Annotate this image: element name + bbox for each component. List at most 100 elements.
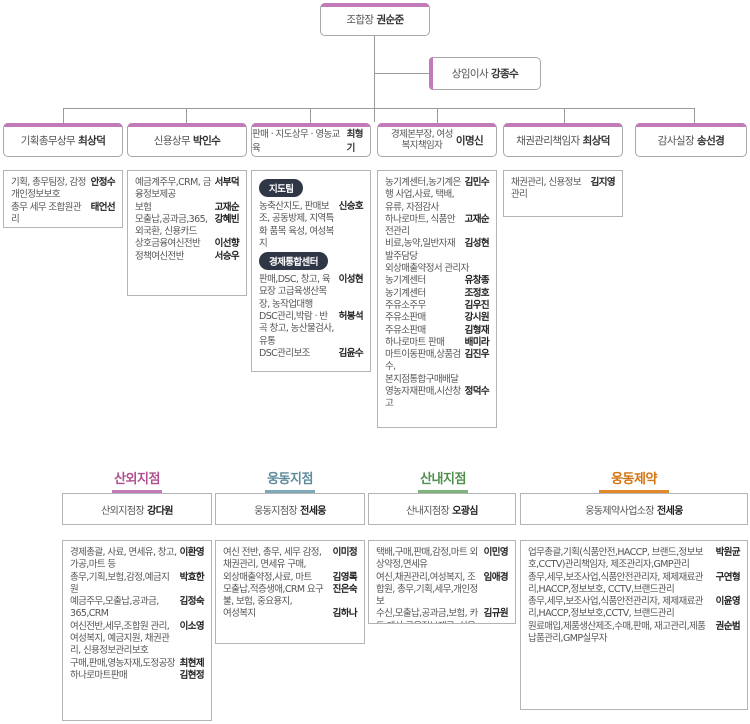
staff-name: 김형재 [464, 324, 490, 336]
duty-text: DSC관리보조 [259, 347, 310, 359]
staff-name: 유창종 [464, 275, 490, 287]
dept-economy-title: 경제본부장, 여성복지책임자 [390, 129, 453, 151]
staff-name: 김윤수 [338, 347, 364, 359]
team-economy-center-label: 경제통합센터 [259, 252, 328, 271]
staff-name: 김진우 [464, 349, 490, 361]
duty-text: 농기계센터,농기계은행 사업,사료, 택배, 유류, 자점감사 [385, 177, 461, 213]
staff-name: 안정수 [90, 177, 116, 188]
dept-debt-title: 채권관리책임자 [516, 134, 580, 147]
team-guidance-label: 지도팀 [259, 179, 304, 197]
staff-name: 이선향 [214, 238, 240, 250]
branch-head-sannae-name: 오광심 [452, 505, 478, 517]
duty-text: 모출납,공과금,365, 외국환, 신용카드 [135, 213, 208, 238]
duty-text: 총무,기획,보험,감정,예금지원 [70, 571, 170, 595]
staff-name: 권순범 [715, 620, 741, 632]
branch-title-pharma: 웅동제약 [611, 472, 657, 487]
staff-name: 김규원 [483, 608, 509, 620]
duty-text: 총무 세무 조합원관리 [11, 201, 82, 225]
staff-row: 주유소주무 김우진 [385, 299, 490, 312]
branch-title-ungdong: 웅동지점 [267, 472, 313, 487]
duty-text: 정책여신전반 [135, 250, 184, 262]
branch-head-sannae-title: 산내지점장 [406, 505, 450, 517]
staff-name: 진은숙 [332, 583, 358, 595]
staff-name: 정덕수 [464, 386, 490, 398]
staff-name: 구연형 [715, 571, 741, 583]
duty-text: 주유소판매 [385, 324, 426, 336]
duty-text: 업무총괄,기획(식품안전,HACCP, 브랜드,정보보호,CCTV)관리책임자,… [528, 547, 704, 571]
staff-row: 본지점통합구매배달 [385, 374, 489, 386]
staff-name: 신승호 [338, 201, 364, 212]
duty-text: 하나로마트 판매 [385, 336, 445, 348]
dept-audit-title: 감사실장 [657, 134, 695, 147]
staff-name: 박원균 [715, 547, 741, 558]
staff-name: 이소영 [179, 620, 205, 632]
duty-text: 상호금융여신전반 [135, 238, 201, 250]
staff-name: 고재순 [214, 201, 240, 213]
duty-text: 판매,DSC, 창고, 육묘장 고급육생산목장, 농작업대행 [259, 274, 331, 310]
branch-bar-pharma [599, 490, 669, 493]
staff-name: 이윤영 [715, 596, 741, 608]
duty-text: 주유소판매 [385, 312, 426, 324]
duty-text: 여신,채권관리,여성복지, 조합원, 총무,기획,세무,개인정보 [376, 571, 478, 608]
duty-text: 원료매입,제품생산제조,수매,판매, 재고관리,제품납품관리,GMP실무자 [528, 620, 706, 645]
connector-director [375, 73, 429, 74]
connector-top-vertical [374, 36, 375, 122]
duty-text: 주유소주무 [385, 299, 426, 311]
duty-text: 택배,구매,판매,감정,마트 외상약정,면세유 [376, 547, 478, 571]
dept-planning-name: 최상덕 [78, 134, 106, 147]
staff-name: 김민수 [464, 177, 490, 188]
duty-text: 총무,세무,보조사업,식품안전관리자, 제제재료관리,HACCP,정보보호,CC… [528, 596, 704, 620]
staff-row: 마트이동판매,상품검수,김진우 [385, 349, 490, 374]
duty-text: DSC관리,박람 · 반곡 창고, 농산물검사,유통 [259, 311, 334, 347]
staff-row: 모출납,공과금,365, 외국환, 신용카드 강혜빈 [135, 213, 240, 239]
staff-row: 총무,세무,보조사업,식품안전관리자, 제제재료관리,HACCP,정보보호, C… [528, 571, 741, 597]
dept-economy-name: 이명신 [455, 134, 484, 147]
dept-guidance-title: 판매 · 지도상무 · 영농교육 [252, 129, 340, 154]
staff-name: 강혜빈 [214, 213, 240, 225]
staff-name: 강시원 [464, 312, 490, 324]
dept-audit-name: 송선경 [697, 134, 725, 147]
branch-head-sanoe-name: 강다원 [147, 505, 173, 517]
chairman-name: 권순준 [376, 14, 405, 26]
staff-name: 김우진 [464, 299, 490, 311]
staff-row: 농기계센터 유창종 [385, 275, 490, 287]
staff-name: 이환영 [179, 547, 205, 558]
staff-row: 주유소판매 김형재 [385, 324, 490, 337]
dept-credit-title: 신용상무 [153, 134, 191, 147]
duty-text: 하나로마트판매 [70, 669, 128, 681]
staff-name: 김정숙 [179, 596, 205, 608]
staff-row: 총무,세무,보조사업,식품안전관리자, 제제재료관리,HACCP,정보보호,CC… [528, 596, 741, 621]
staff-row: 기획, 총무팀장, 감정 개인정보보호 안정수 [11, 177, 116, 202]
dept-credit-name: 박인수 [193, 134, 221, 147]
duty-text: 농기계센터 [385, 275, 426, 287]
staff-row: 업무총괄,기획(식품안전,HACCP, 브랜드,정보보호,CCTV)관리책임자,… [528, 547, 741, 572]
staff-row: DSC관리보조 김윤수 [259, 347, 364, 360]
staff-row: 원료매입,제품생산제조,수매,판매, 재고관리,제품납품관리,GMP실무자 권순범 [528, 620, 741, 646]
duty-text: 기획, 총무팀장, 감정 개인정보보호 [11, 177, 86, 201]
branch-title-sannae: 산내지점 [420, 472, 466, 487]
staff-name: 서승우 [214, 250, 240, 262]
